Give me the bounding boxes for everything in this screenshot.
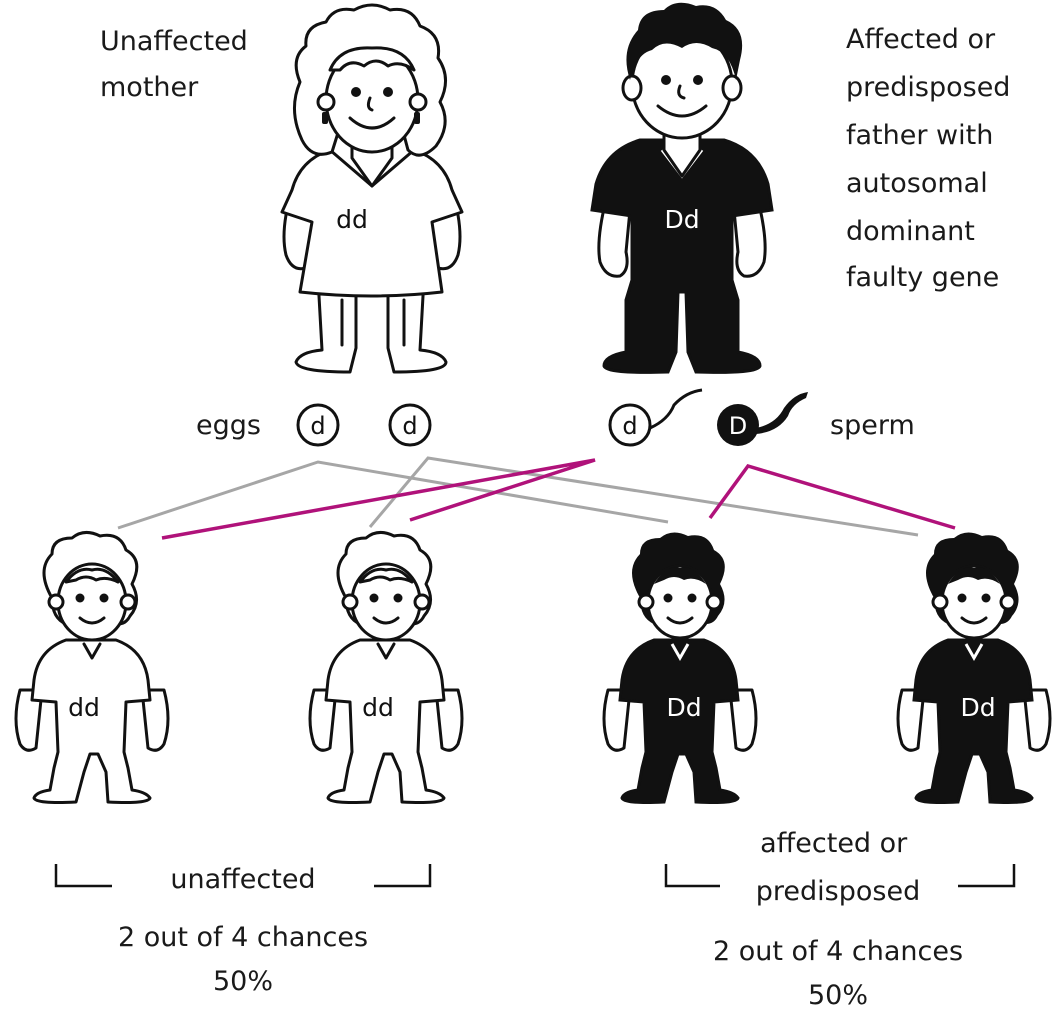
child-4 bbox=[898, 532, 1050, 802]
svg-text:d: d bbox=[402, 412, 417, 440]
mother-label: Unaffected mother bbox=[100, 26, 256, 103]
child-3-genotype: Dd bbox=[666, 693, 701, 722]
sperm-d: d bbox=[610, 390, 702, 445]
mother-figure bbox=[282, 5, 462, 372]
father-figure bbox=[592, 3, 772, 373]
child-3 bbox=[604, 532, 756, 802]
affected-percent: 50% bbox=[808, 980, 868, 1011]
eggs-label: eggs bbox=[196, 410, 261, 441]
child-2-genotype: dd bbox=[362, 693, 394, 722]
sperm-label: sperm bbox=[830, 410, 915, 441]
egg-line-2 bbox=[370, 458, 918, 535]
svg-text:d: d bbox=[310, 412, 325, 440]
child-1 bbox=[16, 532, 168, 802]
father-label: Affected or predisposed father with auto… bbox=[846, 24, 1019, 293]
child-4-genotype: Dd bbox=[960, 693, 995, 722]
svg-text:D: D bbox=[729, 412, 747, 440]
unaffected-percent: 50% bbox=[213, 966, 273, 997]
unaffected-label: unaffected bbox=[170, 864, 315, 895]
child-2 bbox=[310, 532, 462, 802]
egg-1: d bbox=[298, 405, 338, 445]
affected-chance: 2 out of 4 chances bbox=[713, 936, 963, 967]
unaffected-chance: 2 out of 4 chances bbox=[118, 922, 368, 953]
affected-label: affected or predisposed bbox=[756, 828, 920, 907]
father-genotype: Dd bbox=[664, 205, 699, 234]
sperm-line-D bbox=[710, 466, 955, 528]
sperm-D: D bbox=[717, 392, 808, 446]
cross-lines bbox=[118, 458, 955, 538]
egg-2: d bbox=[390, 405, 430, 445]
mother-genotype: dd bbox=[336, 205, 368, 234]
child-1-genotype: dd bbox=[68, 693, 100, 722]
svg-text:d: d bbox=[622, 412, 637, 440]
